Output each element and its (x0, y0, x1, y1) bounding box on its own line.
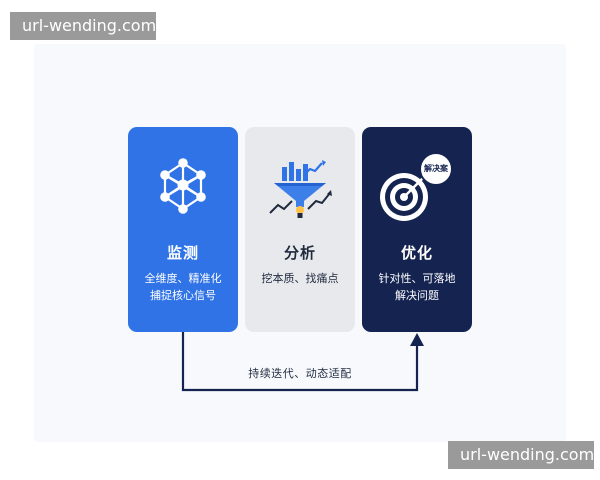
card-monitor-desc-line-1: 全维度、精准化 (144, 272, 222, 285)
network-nodes-icon (128, 155, 238, 235)
card-analyze-desc-line-1: 挖本质、找痛点 (261, 272, 339, 285)
card-analyze-title: 分析 (283, 244, 316, 262)
funnel-chart-icon (245, 155, 355, 235)
solution-badge: 解决案 (419, 152, 453, 186)
card-analyze-desc: 挖本质、找痛点 (249, 270, 351, 287)
card-optimize-desc: 针对性、可落地 解决问题 (366, 270, 468, 304)
solution-badge-text: 解决案 (424, 164, 448, 173)
target-icon: 解决案 (362, 152, 472, 235)
watermark-bottom: url-wending.com (448, 441, 594, 469)
card-optimize-title: 优化 (400, 244, 433, 262)
watermark-top: url-wending.com (10, 12, 156, 40)
feedback-loop-label: 持续迭代、动态适配 (248, 367, 352, 380)
card-monitor: 监测 全维度、精准化 捕捉核心信号 (128, 127, 238, 332)
card-monitor-desc: 全维度、精准化 捕捉核心信号 (132, 270, 234, 304)
card-optimize: 解决案 优化 针对性、可落地 解决问题 (362, 127, 472, 332)
card-monitor-title: 监测 (166, 244, 199, 262)
card-optimize-desc-line-2: 解决问题 (395, 289, 439, 302)
card-optimize-desc-line-1: 针对性、可落地 (378, 272, 456, 285)
card-analyze: 分析 挖本质、找痛点 (245, 127, 355, 332)
card-monitor-desc-line-2: 捕捉核心信号 (150, 289, 216, 302)
